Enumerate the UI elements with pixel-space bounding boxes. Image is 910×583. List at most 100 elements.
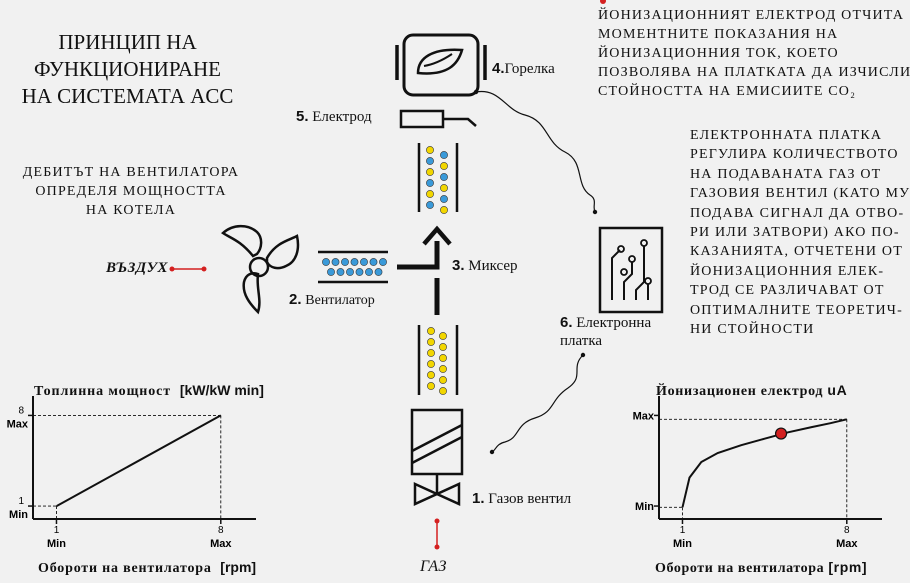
gas-valve-label: 1. Газов вентил (472, 490, 572, 507)
gas-input-marker (434, 518, 440, 550)
chart2-xlabel: Обороти на вентилатора [rpm] (655, 559, 868, 576)
burner-label: 4.Горелка (492, 60, 555, 77)
burner-icon (395, 33, 487, 97)
x-tick-label: Max (836, 538, 858, 550)
board-note-line: ЕЛЕКТРОННАТА ПЛАТКА (690, 128, 883, 143)
air-dot (322, 258, 330, 266)
x-tick-label: Max (210, 538, 232, 550)
highlight-point (774, 427, 788, 440)
top-red-dot (600, 0, 606, 4)
title-line-2: ФУНКЦИОНИРАНЕ (33, 57, 221, 81)
gas-dot (427, 349, 435, 357)
wire-end-dot (580, 352, 586, 358)
y-tick-label: Max (7, 418, 29, 430)
air-dot (355, 268, 364, 276)
gas-dot (439, 343, 447, 351)
board-note: ЕЛЕКТРОННАТА ПЛАТКА РЕГУЛИРА КОЛИЧЕСТВОТ… (690, 126, 910, 339)
mixer-label: 3. Миксер (452, 257, 518, 274)
fan-note-line: ОПРЕДЕЛЯ МОЩНОСТТА (35, 184, 227, 199)
board-note-line: ЙОНИЗАЦИОННИЯ ЕЛЕК- (690, 263, 885, 279)
fan-icon (221, 224, 300, 315)
chart2-title: Йонизационен електрод uA (656, 382, 848, 399)
board-label: 6. Електронна платка (560, 314, 652, 349)
x-tick-number: 8 (218, 525, 224, 536)
electrode-note-line: ЙОНИЗАЦИОННИЯТ ЕЛЕКТРОД ОТЧИТА (598, 8, 905, 23)
wire-end-dot (489, 449, 495, 455)
x-tick-label: Min (673, 538, 692, 550)
chart1-xlabel: Обороти на вентилатора [rpm] (38, 559, 257, 576)
mixed-dot (426, 190, 434, 198)
title-line-3: НА СИСТЕМАТА ACC (21, 84, 234, 108)
gas-dots (427, 327, 447, 395)
title-line-1: ПРИНЦИП НА (58, 30, 197, 54)
board-note-line: РЕГУЛИРА КОЛИЧЕСТВОТО (690, 147, 899, 163)
electrode-note-line: ПОЗВОЛЯВА НА ПЛАТКАТА ДА ИЗЧИСЛИ (598, 65, 910, 80)
air-dot (360, 258, 368, 266)
electrode-note-line: СТОЙНОСТТА НА ЕМИСИИТЕ CO₂ (598, 84, 857, 99)
board-note-line: ОПТИМАЛНИТЕ ТЕОРЕТИЧ- (690, 302, 903, 318)
gas-dot (427, 382, 435, 390)
x-tick-number: 8 (844, 525, 850, 536)
air-dots (322, 258, 387, 276)
x-tick-number: 1 (680, 525, 686, 536)
mixed-dots (426, 146, 448, 214)
board-note-line: ТРОД СЕ РАЗЛИЧАВАТ ОТ (690, 283, 885, 299)
mixed-dot (426, 179, 434, 187)
fan-label: 2. Вентилатор (289, 291, 375, 308)
series-line (56, 414, 222, 507)
air-dot (331, 258, 340, 266)
gas-dot (439, 387, 447, 395)
air-dot (379, 258, 387, 266)
wire-board-valve (491, 354, 584, 453)
board-note-line: НА ПОДАВАНАТА ГАЗ ОТ (690, 166, 882, 182)
mixed-dot (426, 201, 434, 209)
board-note-line: НИ СТОЙНОСТИ (690, 322, 815, 338)
gas-dot (427, 360, 435, 368)
electronic-board-icon (598, 226, 664, 314)
board-note-line: КАЗАНИЯТА, ОТЧЕТЕНИ ОТ (690, 244, 903, 260)
mixed-dot (440, 151, 448, 159)
wire-electrode-board (475, 90, 596, 213)
fan-note-line: НА КОТЕЛА (85, 203, 177, 218)
gas-dot (439, 365, 447, 373)
chart1-title: Топлинна мощност [kW/kW min] (34, 382, 264, 399)
y-tick-number: 1 (18, 496, 24, 507)
fan-note-line: ДЕБИТЪТ НА ВЕНТИЛАТОРА (22, 165, 240, 180)
mixed-dot (440, 184, 448, 192)
air-dot (336, 268, 345, 276)
board-note-line: ГАЗОВИЯ ВЕНТИЛ (КАТО МУ (690, 186, 910, 202)
electrode-note-line: ЙОНИЗАЦИОННИЯ ТОК, КОЕТО (598, 46, 839, 61)
gas-duct (417, 325, 459, 395)
electrode-note: ЙОНИЗАЦИОННИЯТ ЕЛЕКТРОД ОТЧИТА МОМЕНТНИТ… (598, 6, 910, 101)
air-duct (318, 250, 388, 284)
page-title: ПРИНЦИП НА ФУНКЦИОНИРАНЕ НА СИСТЕМАТА AC… (0, 29, 255, 110)
mixed-dot (440, 162, 448, 170)
air-dot (327, 268, 335, 276)
mixed-dot (440, 206, 448, 214)
gas-dot (427, 338, 435, 346)
board-note-line: РИ ИЛИ ЗАТВОРИ) АКО ПО- (690, 225, 900, 241)
mixed-dot (426, 157, 434, 165)
electrode-note-line: МОМЕНТНИТЕ ПОКАЗАНИЯ НА (598, 27, 839, 42)
y-tick-label: Min (635, 501, 654, 513)
electrode-icon (399, 109, 477, 129)
mixed-dot (426, 146, 434, 154)
fan-note: ДЕБИТЪТ НА ВЕНТИЛАТОРА ОПРЕДЕЛЯ МОЩНОСТТ… (0, 163, 262, 220)
wire-end-dot (592, 209, 598, 215)
x-tick-label: Min (47, 538, 66, 550)
y-tick-label: Min (9, 509, 28, 521)
electrode-label: 5. Електрод (296, 108, 372, 125)
y-tick-label: Max (633, 410, 655, 422)
gas-dot (439, 332, 447, 340)
series-line (681, 418, 848, 508)
gas-input-label: ГАЗ (420, 558, 447, 575)
air-input-label: ВЪЗДУХ (106, 260, 169, 276)
air-dot (350, 258, 359, 266)
air-dot (365, 268, 373, 276)
mixer-arrow-icon (397, 225, 452, 315)
air-dot (369, 258, 378, 266)
